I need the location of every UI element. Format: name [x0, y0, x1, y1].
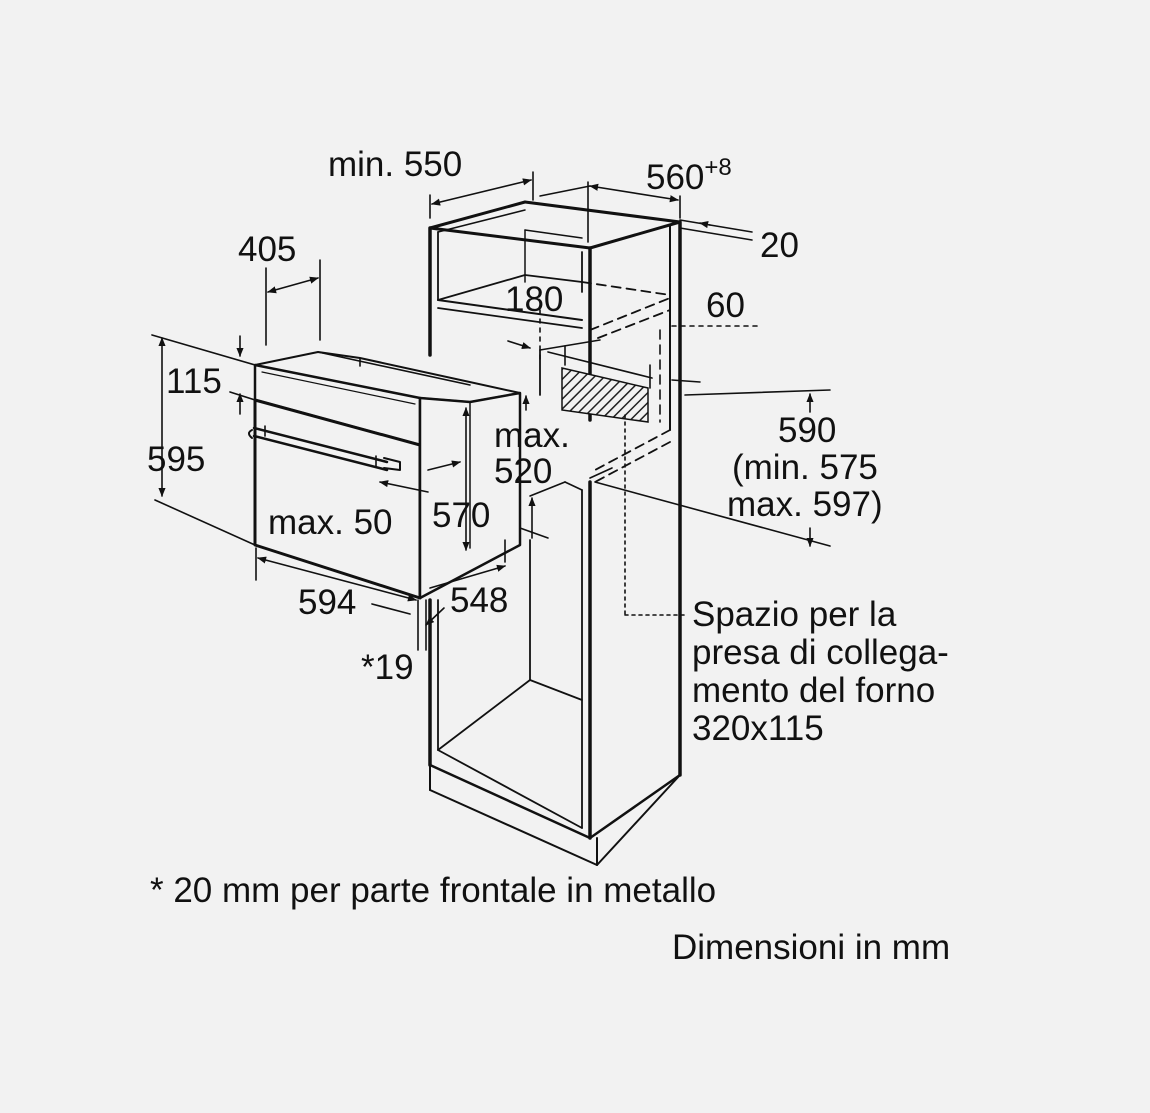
dim-590: 590	[778, 411, 837, 450]
dim-star-19: *19	[361, 648, 414, 687]
dim-405: 405	[238, 230, 297, 269]
dim-180: 180	[505, 280, 564, 319]
socket-area	[561, 367, 649, 423]
dim-60: 60	[706, 286, 745, 325]
socket-note: Spazio per la presa di collega- mento de…	[692, 596, 1022, 748]
dim-115: 115	[166, 362, 222, 401]
dim-520: 520	[494, 452, 553, 491]
dim-max-50: max. 50	[268, 503, 393, 542]
footnote: * 20 mm per parte frontale in metallo	[150, 871, 717, 910]
socket-note-line-2: presa di collega-	[692, 633, 949, 672]
dim-min-550: min. 550	[328, 145, 463, 184]
dim-max-label: max.	[494, 416, 570, 455]
oven	[248, 351, 522, 600]
socket-note-line-4: 320x115	[692, 709, 824, 748]
dim-595: 595	[147, 440, 206, 479]
dim-20: 20	[760, 226, 799, 265]
dim-560: 560+8	[646, 156, 732, 197]
cabinet	[428, 200, 682, 866]
dimension-lines	[151, 171, 831, 651]
dim-548: 548	[450, 581, 509, 620]
socket-note-line-3: mento del forno	[692, 671, 936, 710]
dim-590-min: (min. 575	[732, 448, 878, 487]
dim-560-value: 560	[646, 158, 705, 197]
dim-590-max: max. 597)	[727, 485, 883, 524]
dim-560-tolerance: +8	[704, 154, 732, 181]
units-note: Dimensioni in mm	[672, 928, 951, 967]
socket-note-line-1: Spazio per la	[692, 595, 897, 634]
dim-570: 570	[432, 496, 491, 535]
dim-594: 594	[298, 583, 357, 622]
